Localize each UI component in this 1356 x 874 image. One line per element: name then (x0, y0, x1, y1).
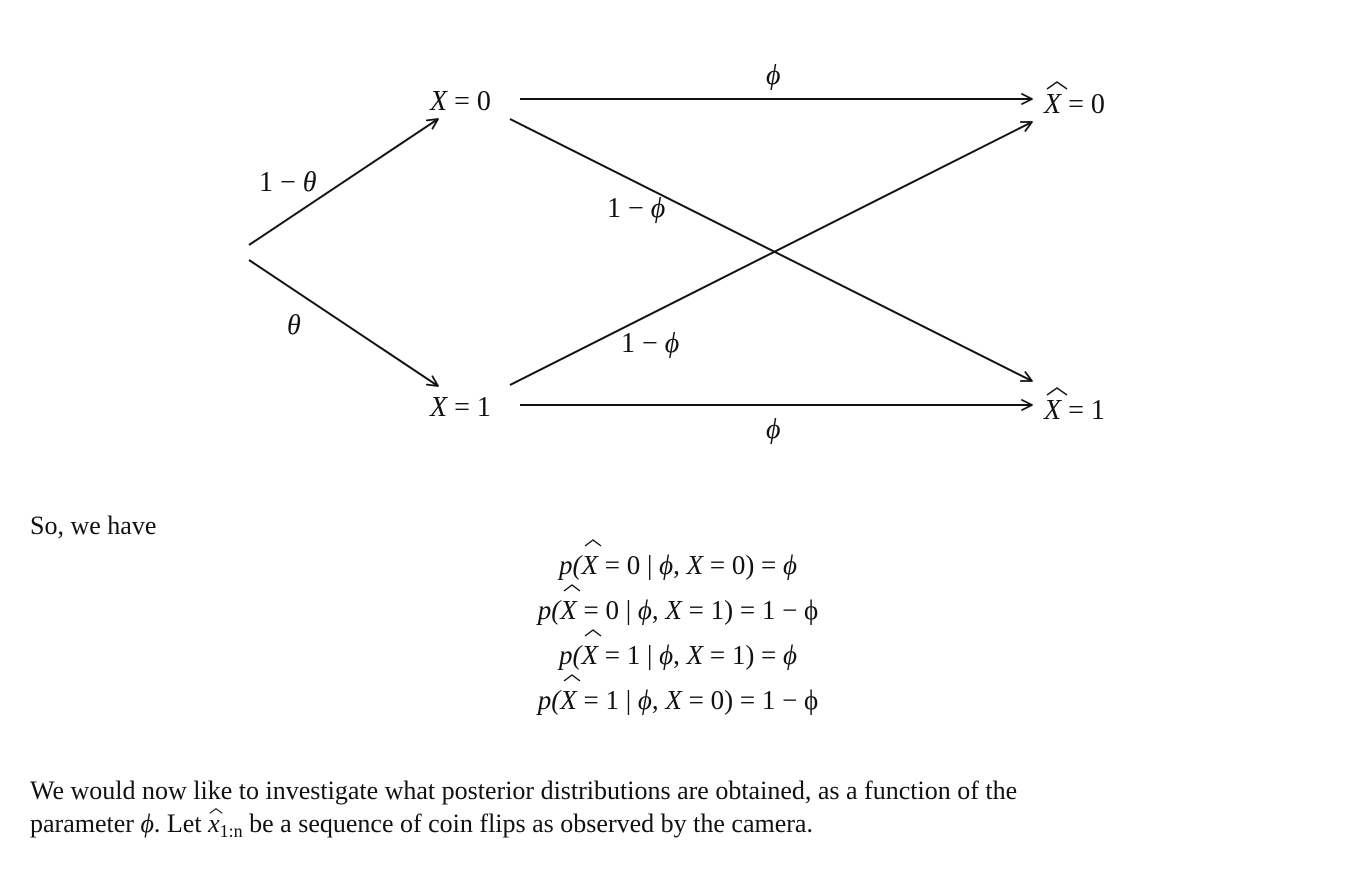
label-x0-to-xhat0: ϕ (766, 60, 781, 91)
equation-row: p(X = 1 | ϕ, X = 0) = 1 − ϕ (0, 674, 1356, 724)
xhat-lower-symbol: x (208, 807, 223, 840)
equation-row: p(X = 0 | ϕ, X = 0) = ϕ (0, 539, 1356, 589)
edge-x1-to-xhat0 (509, 121, 1033, 386)
label-x1-to-xhat1: ϕ (766, 414, 781, 445)
svg-text:X = 0: X = 0 (1043, 89, 1105, 120)
intro-text: So, we have (30, 511, 157, 540)
node-x1: X = 1 (429, 392, 491, 423)
xhat-symbol: X (560, 584, 581, 631)
equation-block: p(X = 0 | ϕ, X = 0) = ϕ p(X = 0 | ϕ, X =… (0, 539, 1356, 724)
xhat-symbol: X (581, 539, 602, 586)
edge-root-to-x1 (248, 259, 439, 387)
xhat-symbol: X (560, 674, 581, 721)
label-x1-to-xhat0: 1 − ϕ (621, 328, 679, 359)
channel-diagram: X = 0 X = 1 X = 0 X = 1 1 − θ θ ϕ 1 − ϕ … (248, 60, 1105, 445)
equation-row: p(X = 0 | ϕ, X = 1) = 1 − ϕ (0, 584, 1356, 634)
edge-x0-to-xhat1 (509, 118, 1033, 382)
edge-root-to-x0 (248, 118, 439, 246)
channel-diagram-svg: X = 0 X = 1 X = 0 X = 1 1 − θ θ ϕ 1 − ϕ … (248, 60, 1105, 445)
svg-text:X = 1: X = 1 (1043, 395, 1105, 426)
label-root-to-x1: θ (287, 310, 301, 341)
node-xhat0: X = 0 (1043, 81, 1105, 120)
node-xhat1: X = 1 (1043, 387, 1105, 426)
equation-row: p(X = 1 | ϕ, X = 1) = ϕ (0, 629, 1356, 679)
label-root-to-x0: 1 − θ (259, 167, 317, 198)
node-x0: X = 0 (429, 86, 491, 117)
xhat-symbol: X (581, 629, 602, 676)
label-x0-to-xhat1: 1 − ϕ (607, 193, 665, 224)
closing-paragraph: We would now like to investigate what po… (30, 776, 1018, 841)
